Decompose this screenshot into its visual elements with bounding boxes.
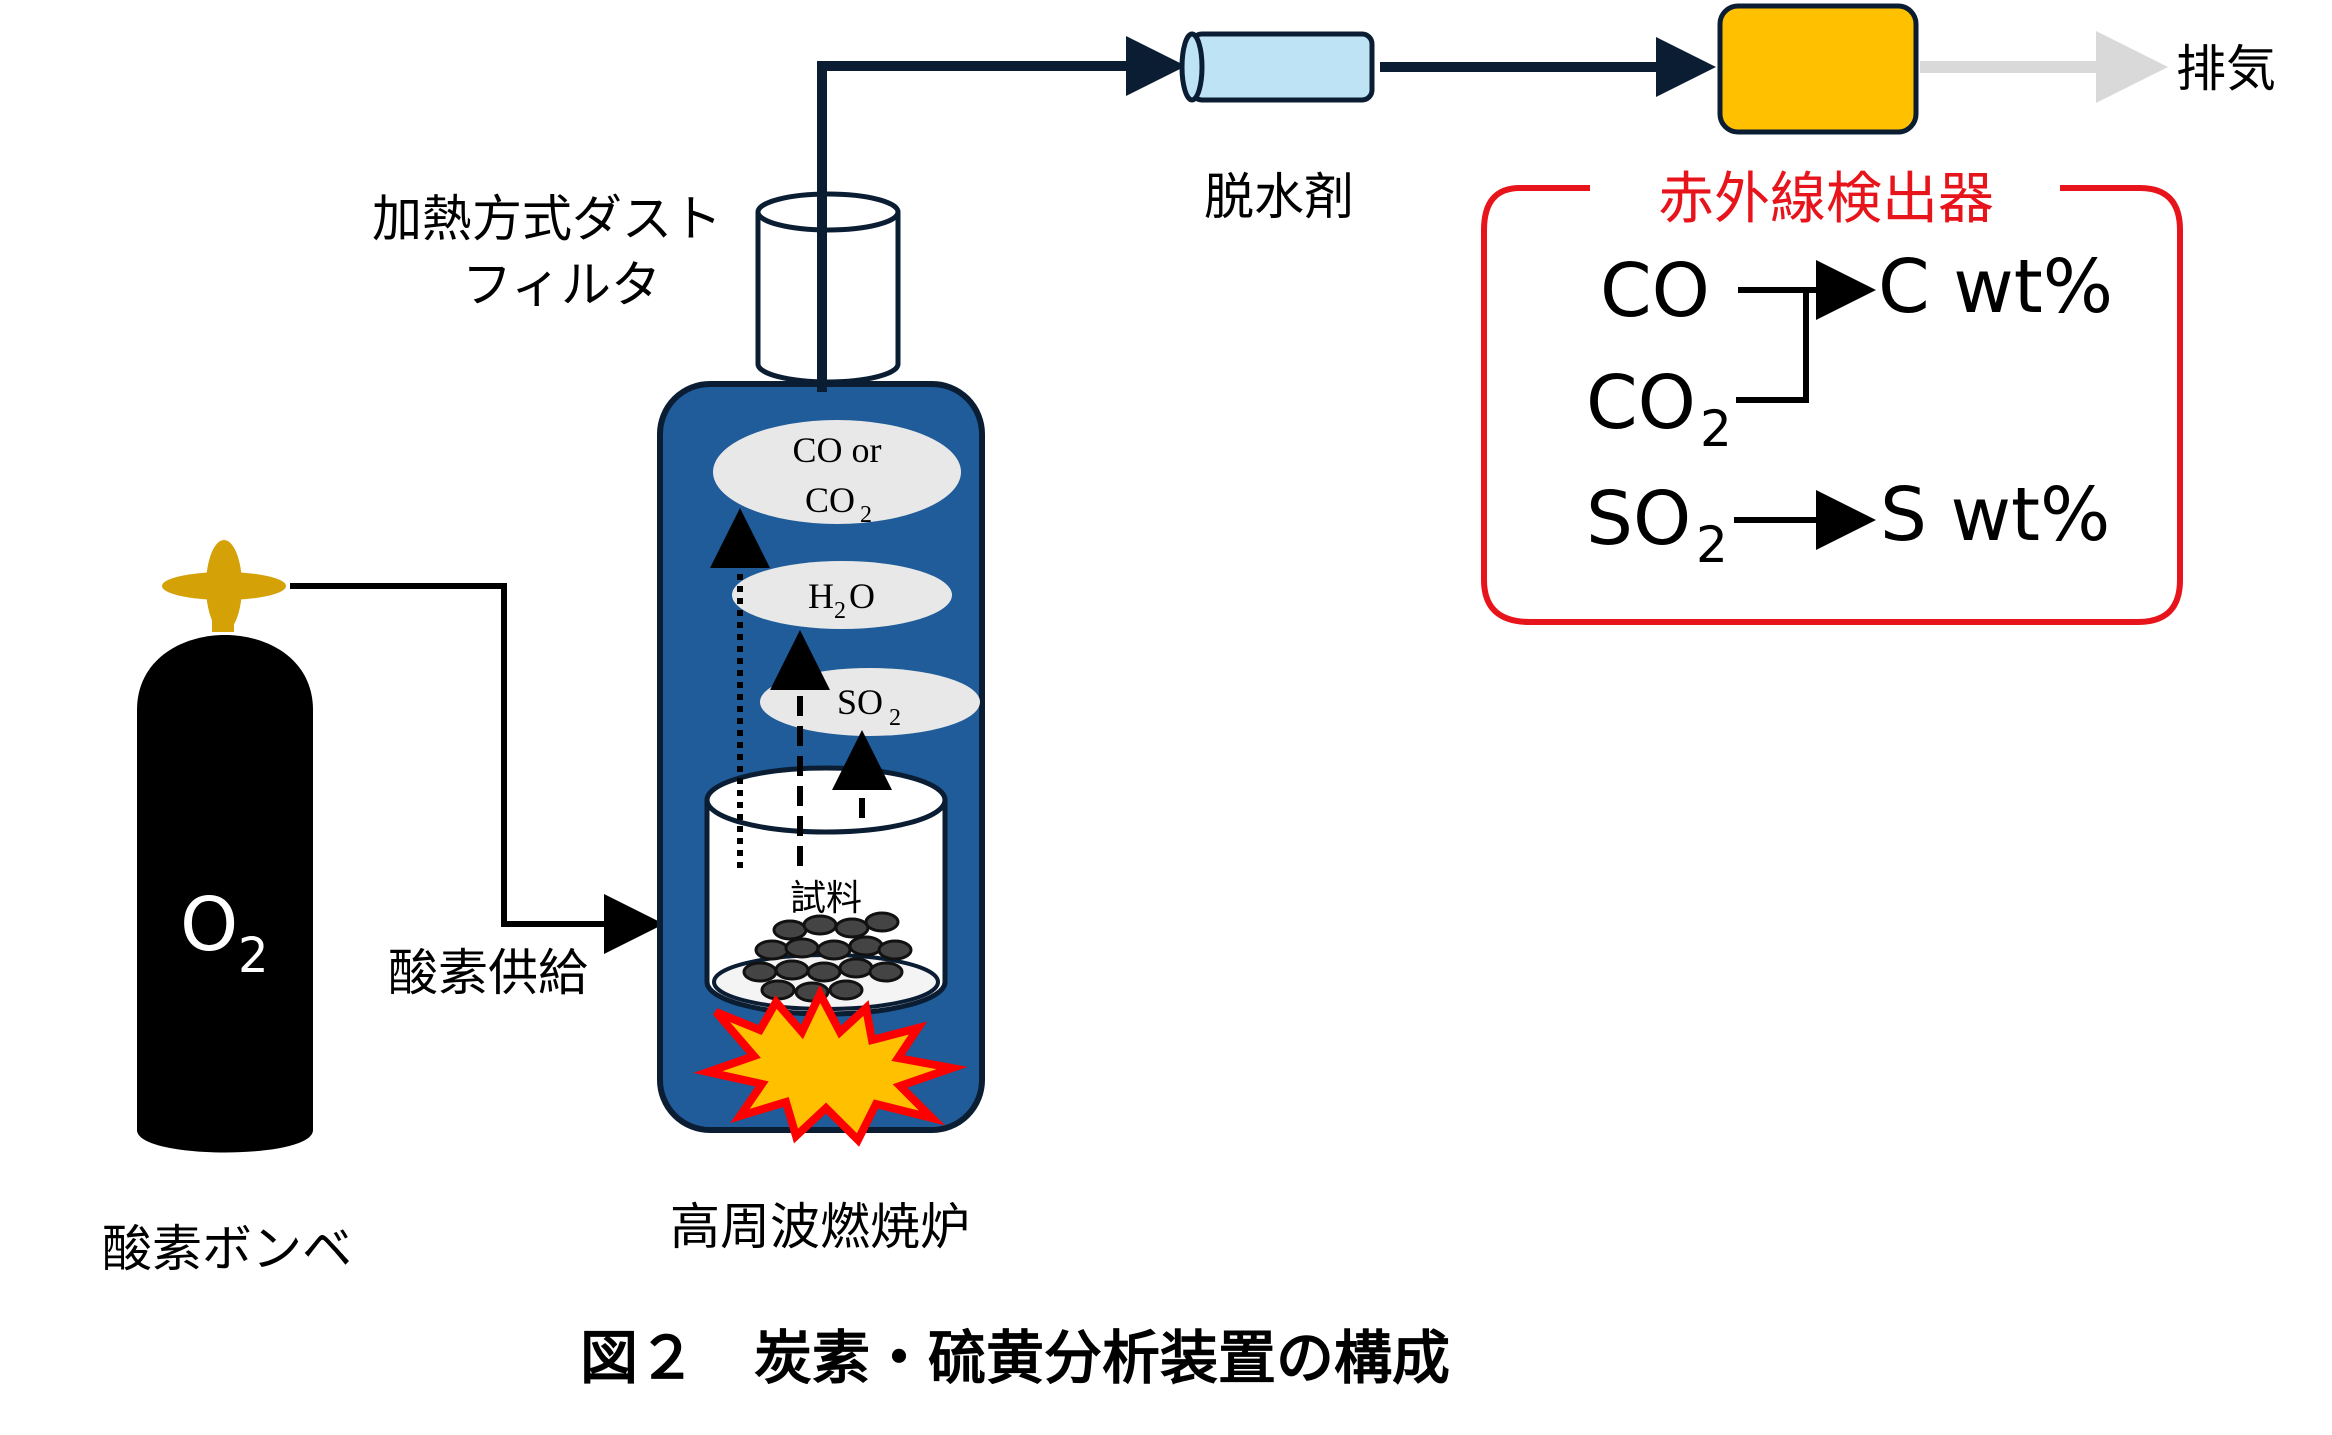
crucible-rim (704, 765, 948, 835)
dehydrator-tube (1189, 31, 1375, 103)
sample-pellets (742, 911, 913, 1003)
cylinder-valve-knob (206, 540, 242, 632)
gas-h2o-h: H (808, 576, 834, 616)
detector-co: CO (1600, 248, 1710, 334)
detector-s-wt: S wt% (1880, 472, 2110, 558)
gas-outlet-pipe (817, 36, 1186, 392)
figure-caption: 図２ 炭素・硫黄分析装置の構成 (580, 1324, 1450, 1392)
furnace: CO or CO 2 H 2 O SO 2 (657, 381, 985, 1147)
oxygen-supply-line (290, 583, 664, 954)
flame-icon (693, 985, 968, 1147)
dehydrator-end-cap (1179, 31, 1205, 103)
detector-co2: CO (1586, 360, 1696, 446)
oxygen-supply-label: 酸素供給 (388, 944, 588, 1002)
gas-so2-subscript: 2 (889, 705, 901, 731)
oxygen-cylinder-label: 酸素ボンベ (102, 1220, 352, 1278)
dehydrator-label: 脱水剤 (1204, 168, 1354, 226)
infrared-detector-panel: 赤外線検出器 CO CO 2 SO 2 C wt% S wt% (1481, 167, 2183, 625)
detector-c-wt: C wt% (1878, 244, 2113, 330)
detector-title: 赤外線検出器 (1658, 167, 1994, 232)
gas-co-or-co2-line1: CO or (793, 430, 882, 470)
cylinder-o-label: O (180, 882, 238, 968)
cylinder-o-subscript: 2 (238, 928, 269, 984)
dehydrator (1179, 31, 1375, 103)
gas-co-or-co2-ellipse (713, 420, 961, 524)
gas-h2o-o: O (849, 576, 875, 616)
detector-so2: SO (1586, 476, 1691, 562)
gas-h2o-ellipse (732, 561, 952, 629)
detector-so2-subscript: 2 (1696, 516, 1728, 574)
cylinder-body (137, 635, 313, 1153)
co2-merge-line (1736, 290, 1809, 403)
dust-filter-label-line1: 加熱方式ダスト (372, 190, 722, 248)
dust-filter (755, 191, 901, 385)
detector-co2-subscript: 2 (1700, 400, 1732, 458)
infrared-analyzer-unit (1717, 3, 1919, 135)
gas-so2-text: SO (837, 682, 883, 722)
oxygen-cylinder: O 2 (137, 540, 313, 1153)
gas-h2o-subscript: 2 (834, 598, 846, 624)
dust-filter-label-line2: フィルタ (462, 256, 661, 314)
furnace-label: 高周波燃焼炉 (670, 1198, 970, 1256)
gas-co2-text: CO (805, 480, 855, 520)
gas-co2-subscript: 2 (860, 502, 872, 528)
dust-filter-top (755, 191, 901, 233)
sample-label: 試料 (790, 878, 862, 919)
detector-border (1481, 185, 2183, 625)
exhaust-label: 排気 (2176, 40, 2276, 98)
dust-filter-body (755, 212, 901, 385)
